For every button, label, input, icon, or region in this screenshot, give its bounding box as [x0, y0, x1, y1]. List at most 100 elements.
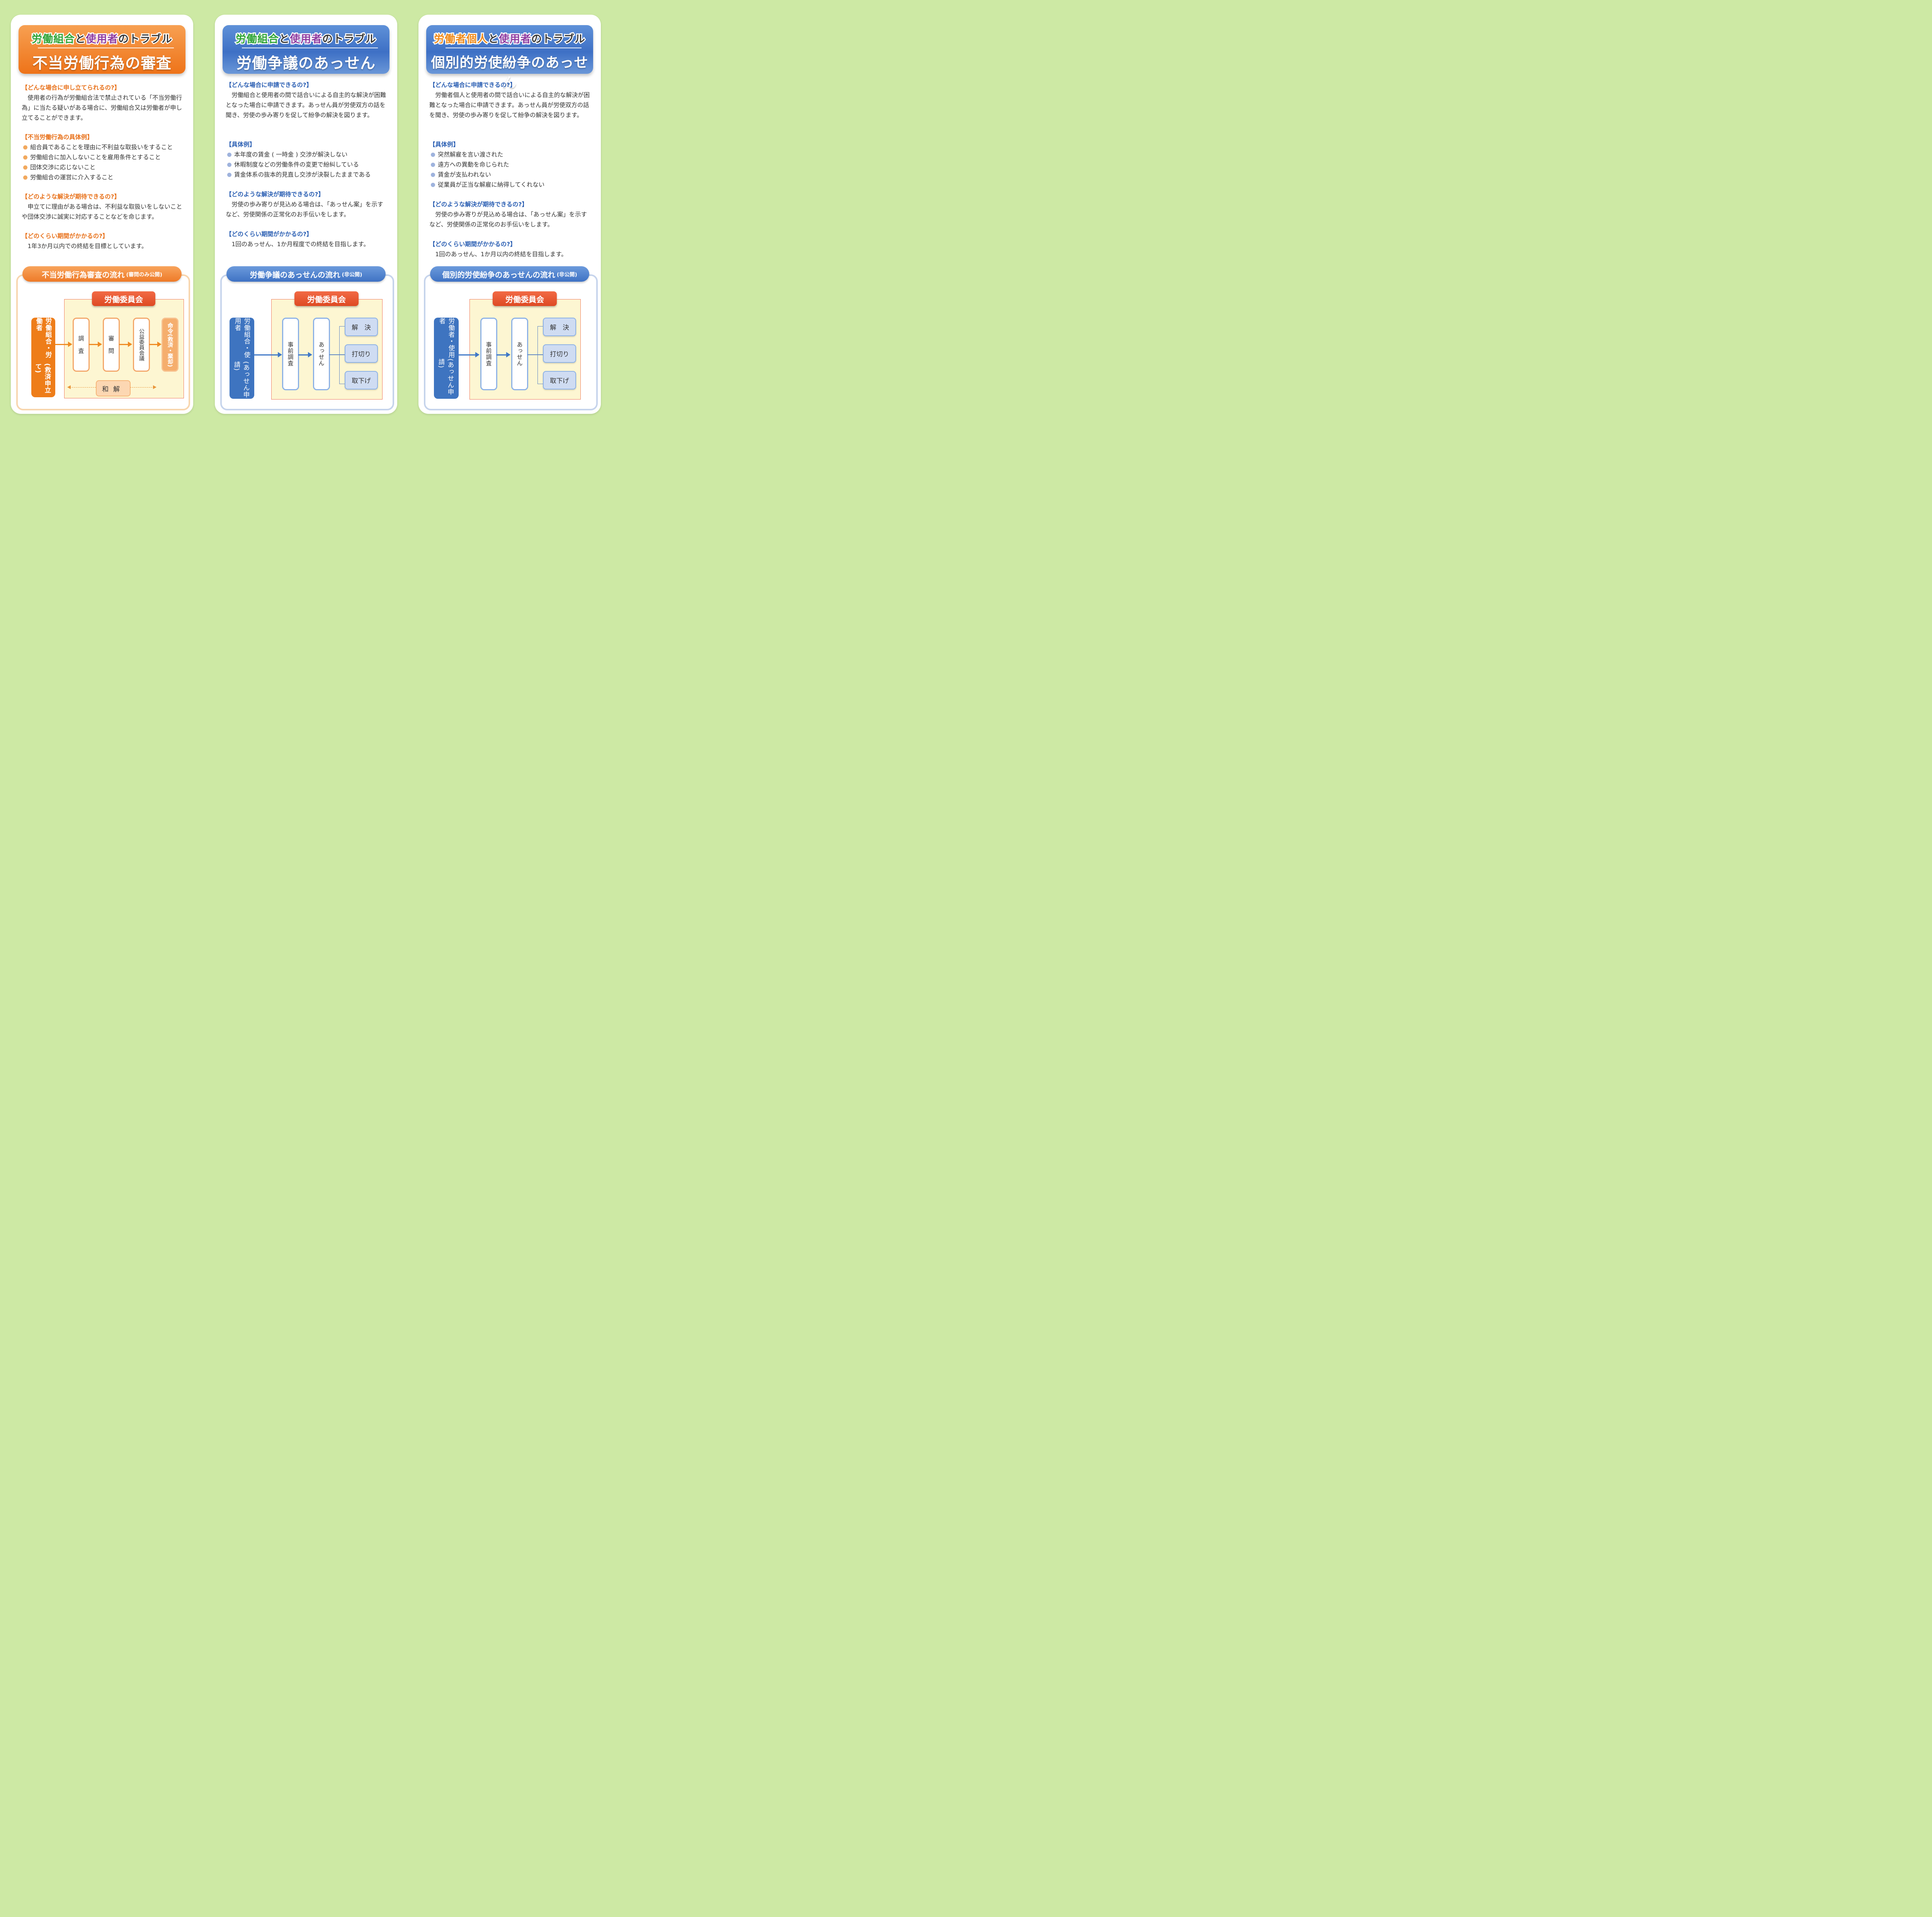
section-examples: 【具体例】 突然解雇を言い渡された 遠方への異動を命じられた 賃金が支払われない… [429, 139, 592, 190]
list-item: 休暇制度などの労働条件の変更で紛糾している [226, 160, 388, 170]
list-item: 本年度の賃金 ( 一時金 ) 交渉が解決しない [226, 150, 388, 160]
section-title: 【どのような解決が期待できるの?】 [22, 193, 120, 200]
bullet-icon [431, 163, 435, 167]
list-item: 労働組合の運営に介入すること [22, 172, 184, 182]
header-subtitle: 労働組合と使用者のトラブル [235, 32, 377, 46]
section-examples: 【具体例】 本年度の賃金 ( 一時金 ) 交渉が解決しない 休暇制度などの労働条… [226, 139, 388, 180]
section-body: 労使の歩み寄りが見込める場合は、「あっせん案」を示すなど、労使関係の正常化のお手… [429, 211, 587, 228]
connector-line [339, 354, 345, 355]
section-body: 使用者の行為が労働組合法で禁止されている「不当労働行為」に当たる疑いがある場合に… [22, 94, 182, 121]
section-title: 【どんな場合に申請できるの?】 [226, 82, 313, 88]
flow-diagram: 労働委員会 労働者・使用者(あっせん申請) 事前調査 あっせん 解 決 打切り … [424, 274, 598, 410]
section-title: 【どのくらい期間がかかるの?】 [429, 241, 516, 248]
section-when: 【どんな場合に申請できるの?】 労働者個人と使用者の間で話合いによる自主的な解決… [429, 80, 592, 120]
list-item: 遠方への異動を命じられた [429, 160, 592, 170]
settlement-arrow-left [67, 385, 96, 389]
section-body: 1回のあっせん、1か月以内の終結を目指します。 [435, 251, 567, 258]
header-subtitle: 労働者個人と使用者のトラブル [433, 32, 586, 46]
panel-header: 労働組合と使用者のトラブル 労働争議のあっせん [223, 25, 389, 74]
section-when: 【どんな場合に申し立てられるの?】 使用者の行為が労働組合法で禁止されている「不… [22, 83, 184, 123]
section-body: 申立てに理由がある場合は、不利益な取扱いをしないことや団体交渉に誠実に対応するこ… [22, 203, 182, 220]
header-title: 労働争議のあっせん [236, 55, 376, 72]
applicant-box: 労働者・使用者(あっせん申請) [434, 318, 459, 399]
outcome-resolved: 解 決 [345, 318, 378, 336]
header-title: 不当労働行為の審査 [32, 55, 172, 72]
arrow-icon [89, 342, 102, 347]
section-body: 労働組合と使用者の間で話合いによる自主的な解決が困難となった場合に申請できます。… [226, 92, 386, 119]
panel-header: 労働組合と使用者のトラブル 不当労働行為の審査 [19, 25, 185, 74]
step-council: 公益委員会議 [133, 318, 150, 372]
section-title: 【具体例】 [429, 141, 459, 148]
section-title: 【どのような解決が期待できるの?】 [226, 191, 324, 198]
section-examples: 【不当労働行為の具体例】 組合員であることを理由に不利益な取扱いをすること 労働… [22, 132, 184, 182]
settlement-box: 和解 [96, 380, 131, 396]
section-resolution: 【どのような解決が期待できるの?】 申立てに理由がある場合は、不利益な取扱いをし… [22, 192, 184, 222]
step-mediation: あっせん [511, 318, 528, 390]
section-body: 1回のあっせん、1か月程度での終結を目指します。 [231, 241, 370, 248]
connector-line [527, 354, 537, 355]
committee-label: 労働委員会 [92, 291, 155, 306]
arrow-icon [149, 342, 162, 347]
bullet-icon [23, 145, 27, 150]
step-hearing: 審 問 [103, 318, 120, 372]
bullet-icon [227, 163, 231, 167]
section-resolution: 【どのような解決が期待できるの?】 労使の歩み寄りが見込める場合は、「あっせん案… [226, 189, 388, 219]
section-duration: 【どのくらい期間がかかるの?】 1回のあっせん、1か月程度での終結を目指します。 [226, 229, 388, 249]
section-body: 1年3か月以内での終結を目標としています。 [27, 243, 148, 250]
panel-header: 労働者個人と使用者のトラブル 個別的労使紛争のあっせん [426, 25, 593, 91]
outcome-withdrawn: 取下げ [543, 371, 576, 390]
section-title: 【どんな場合に申し立てられるの?】 [22, 84, 121, 91]
section-duration: 【どのくらい期間がかかるの?】 1回のあっせん、1か月以内の終結を目指します。 [429, 239, 592, 259]
bullet-icon [431, 173, 435, 177]
bullet-icon [431, 153, 435, 157]
list-item: 突然解雇を言い渡された [429, 150, 592, 160]
arrow-icon [459, 352, 480, 357]
outcome-resolved: 解 決 [543, 318, 576, 336]
step-pre-investigation: 事前調査 [282, 318, 299, 390]
flow-title: 労働争議のあっせんの流れ(非公開) [226, 266, 386, 282]
applicant-box: 労働組合・使用者(あっせん申請) [230, 318, 254, 399]
flow-diagram: 労働委員会 労働組合・使用者(あっせん申請) 事前調査 あっせん 解 決 打切り… [220, 274, 394, 410]
flow-diagram: 労働委員会 労働組合・労働者(救済申立て) 調 査 審 問 公益委員会議 命令(… [16, 274, 190, 410]
panel-unfair-labor-practice: 労働組合と使用者のトラブル 不当労働行為の審査 【どんな場合に申し立てられるの?… [11, 15, 193, 414]
panel-labor-dispute-mediation: 労働組合と使用者のトラブル 労働争議のあっせん 【どんな場合に申請できるの?】 … [215, 15, 397, 414]
section-body: 労使の歩み寄りが見込める場合は、「あっせん案」を示すなど、労使関係の正常化のお手… [226, 201, 383, 218]
list-item: 団体交渉に応じないこと [22, 162, 184, 172]
bullet-icon [23, 175, 27, 180]
header-title: 個別的労使紛争のあっせん [431, 55, 588, 91]
header-subtitle: 労働組合と使用者のトラブル [31, 32, 173, 46]
arrow-icon [497, 352, 510, 357]
bullet-icon [431, 183, 435, 187]
section-title: 【どんな場合に申請できるの?】 [429, 82, 516, 88]
bullet-icon [227, 153, 231, 157]
connector-line [329, 354, 339, 355]
list-item: 従業員が正当な解雇に納得してくれない [429, 180, 592, 190]
outcome-bracket [537, 326, 543, 384]
list-item: 労働組合に加入しないことを雇用条件とすること [22, 152, 184, 162]
committee-label: 労働委員会 [294, 291, 359, 306]
arrow-icon [254, 352, 282, 357]
section-title: 【どのくらい期間がかかるの?】 [226, 231, 313, 238]
flow-title: 個別的労使紛争のあっせんの流れ(非公開) [430, 266, 589, 282]
arrow-icon [55, 342, 72, 347]
section-resolution: 【どのような解決が期待できるの?】 労使の歩み寄りが見込める場合は、「あっせん案… [429, 199, 592, 230]
committee-label: 労働委員会 [493, 291, 557, 306]
list-item: 賃金が支払われない [429, 170, 592, 180]
list-item: 組合員であることを理由に不利益な取扱いをすること [22, 142, 184, 152]
step-investigation: 調 査 [73, 318, 90, 372]
flow-title: 不当労働行為審査の流れ(審問のみ公開) [22, 266, 182, 282]
section-title: 【どのくらい期間がかかるの?】 [22, 233, 109, 240]
outcome-terminated: 打切り [543, 344, 576, 363]
outcome-withdrawn: 取下げ [345, 371, 378, 390]
section-body: 労働者個人と使用者の間で話合いによる自主的な解決が困難となった場合に申請できます… [429, 92, 590, 119]
section-title: 【具体例】 [226, 141, 255, 148]
result-order: 命令(救済・棄却) [162, 318, 179, 372]
connector-line [537, 354, 543, 355]
outcome-terminated: 打切り [345, 344, 378, 363]
section-title: 【どのような解決が期待できるの?】 [429, 201, 528, 208]
panel-individual-dispute-mediation: 労働者個人と使用者のトラブル 個別的労使紛争のあっせん 【どんな場合に申請できる… [418, 15, 601, 414]
applicant-box: 労働組合・労働者(救済申立て) [31, 318, 55, 397]
settlement-arrow-right [130, 385, 156, 389]
bullet-icon [227, 173, 231, 177]
bullet-icon [23, 165, 27, 170]
